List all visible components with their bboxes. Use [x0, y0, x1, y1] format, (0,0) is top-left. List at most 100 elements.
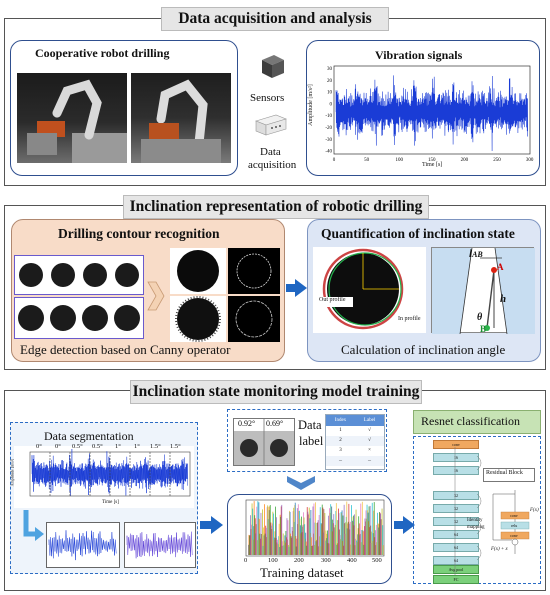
dataset-bar: [343, 504, 345, 555]
seg-angle-6: 1°: [134, 443, 140, 450]
dataset-bar: [340, 512, 342, 555]
dataset-bar: [294, 502, 296, 555]
dataset-bar: [373, 510, 375, 555]
segment-wave-2: [124, 522, 196, 568]
dataset-bar: [285, 531, 287, 555]
dataset-bar: [352, 520, 353, 555]
dataset-bar: [353, 515, 354, 555]
dataset-bar: [258, 502, 260, 555]
resnet-node-label: 64: [454, 532, 458, 537]
dataset-bar: [249, 535, 250, 555]
resnet-node-label: 32: [454, 506, 458, 511]
dataset-bar: [254, 515, 256, 555]
dataset-bar: [379, 512, 380, 555]
dataset-bar: [303, 517, 305, 555]
dataset-xtick-4: 400: [347, 557, 357, 564]
dataset-bar: [281, 545, 283, 555]
dataset-xtick-3: 300: [321, 557, 331, 564]
dataset-bar: [289, 511, 291, 555]
label-a: A: [497, 262, 504, 272]
dataset-bar: [262, 545, 264, 555]
dataset-bar: [256, 506, 258, 555]
label-h: h: [500, 293, 507, 305]
resnet-connectors: [454, 447, 482, 575]
label-table-row: ... ...: [326, 456, 384, 466]
dataset-bar: [313, 503, 315, 555]
residual-block-title: Residual Block: [486, 470, 523, 476]
resnet-node-32b: 32: [433, 504, 479, 513]
resnet-node-label: 32: [454, 519, 458, 524]
dataset-bar: [315, 541, 317, 555]
resnet-node-conv: conv: [433, 440, 479, 449]
dataset-bar: [334, 543, 336, 555]
profile-image: [313, 247, 426, 333]
dataset-bar: [345, 522, 347, 555]
dataset-bar: [269, 506, 271, 555]
dataset-bar: [287, 520, 289, 555]
label-table-row: 1 √: [326, 426, 384, 436]
dataset-bar: [361, 501, 363, 555]
dataset-bar: [381, 508, 383, 555]
cooperative-robot-title: Cooperative robot drilling: [35, 46, 170, 60]
daq-label-1: Data: [260, 146, 281, 158]
dataset-bar: [291, 527, 293, 555]
dataset-bar: [347, 521, 349, 555]
dataset-bar: [348, 503, 350, 555]
dataset-bar: [338, 508, 339, 555]
dataset-bar: [377, 522, 379, 555]
vibration-ytick: 30: [327, 67, 333, 72]
dataset-bar: [355, 509, 357, 555]
vibration-xlabel: Time [s]: [422, 162, 443, 168]
dataset-bar: [350, 544, 352, 555]
dataset-bar: [356, 540, 358, 555]
dataset-bar: [296, 508, 298, 555]
dataset-bar: [317, 522, 319, 555]
dataset-bar: [364, 526, 365, 555]
dataset-bar: [274, 531, 276, 555]
dataset-bar: [368, 506, 370, 555]
dataset-bar: [283, 540, 285, 555]
vibration-xtick: 150: [428, 158, 436, 163]
dataset-bar: [290, 536, 292, 555]
dataset-bar: [319, 536, 321, 555]
dataset-bar: [366, 518, 367, 555]
dataset-bar: [272, 511, 274, 555]
dataset-bar: [343, 545, 345, 555]
dataset-bar: [318, 546, 320, 555]
dataset-bar: [321, 504, 323, 555]
dataset-bar: [303, 512, 304, 555]
dataset-bar: [375, 524, 377, 555]
vibration-ylabel: Amplitude [m/s²]: [307, 84, 314, 126]
hole-binary-bottom: [170, 296, 226, 342]
dataset-bar: [325, 530, 327, 555]
dataset-bar: [306, 545, 308, 555]
label-table-cell: 2: [339, 438, 342, 443]
robot-arm-drawing-2: [141, 79, 221, 163]
dataset-bar: [360, 542, 362, 555]
dataset-bar: [370, 525, 372, 555]
seg-angle-2: 0°: [55, 443, 61, 450]
dataset-xtick-5: 500: [372, 557, 382, 564]
dataset-bar: [351, 505, 352, 555]
dataset-bar: [266, 507, 268, 555]
dataset-bar: [289, 510, 290, 555]
dataset-bar: [261, 538, 263, 555]
dataset-bar: [362, 531, 364, 555]
data-label-title-2: label: [299, 434, 324, 448]
dataset-bar: [337, 520, 339, 555]
cooperative-robot-panel: [10, 40, 238, 176]
dataset-bar: [250, 529, 252, 555]
dataset-bar: [327, 530, 328, 555]
hole-binary-top: [170, 248, 226, 294]
vibration-xtick: 300: [526, 158, 534, 163]
dataset-bar: [258, 519, 260, 555]
dataset-bar: [345, 516, 347, 555]
photo-angle-1: 0.92°: [238, 419, 256, 428]
dataset-bar: [270, 525, 272, 555]
segmentation-chart: Amplitude [m/s²] Time [s]: [9, 446, 194, 508]
dataset-bar: [309, 518, 311, 555]
hole-strip-top: [14, 255, 144, 295]
dataset-bar: [339, 535, 341, 555]
dataset-bar: [378, 527, 379, 555]
dataset-bar: [369, 505, 371, 555]
